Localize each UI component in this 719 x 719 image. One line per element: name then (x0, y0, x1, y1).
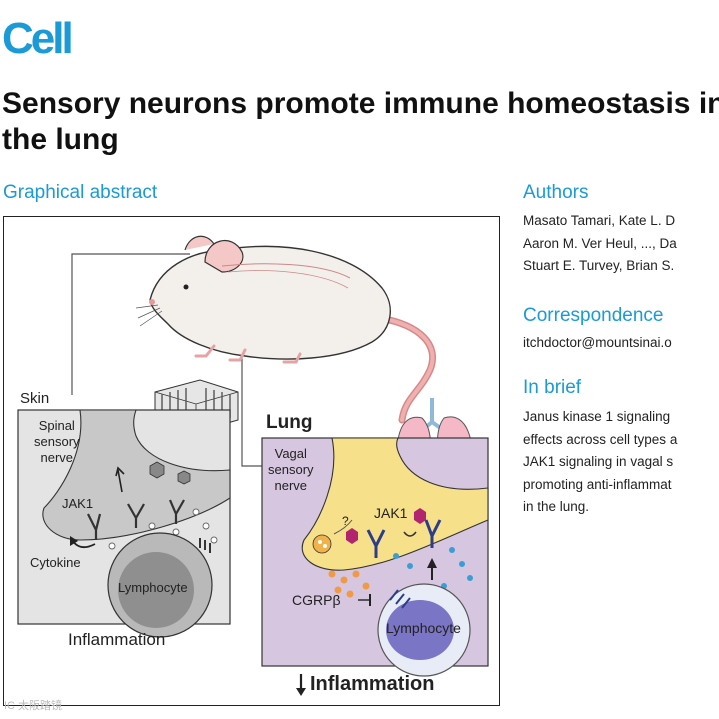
spinal-nerve-terminal (42, 409, 231, 541)
question-mark-label: ? (342, 514, 349, 528)
watermark: IC 太阪踏镜 (4, 700, 63, 712)
jak1-receptors-right (366, 519, 442, 558)
lung-label: Lung (266, 412, 313, 433)
title-line-2: the lung (2, 123, 119, 156)
cytokine-label: Cytokine (30, 555, 81, 570)
inflammation-right-label: Inflammation (310, 673, 435, 695)
graphical-abstract-frame (3, 216, 500, 706)
authors-list: Masato Tamari, Kate L. D Aaron M. Ver He… (523, 210, 677, 278)
jak1-receptors-left (87, 499, 185, 540)
journal-logo: Cell (2, 14, 74, 63)
mouse-illustration (135, 235, 436, 424)
correspondence-heading: Correspondence (523, 305, 664, 326)
vagal-nerve-label: Vagal sensory nerve (268, 446, 314, 493)
jak1-right-label: JAK1 (374, 505, 408, 521)
title-line-1: Sensory neurons promote immune homeostas… (2, 87, 719, 120)
lymphocyte-right-label: Lymphocyte (386, 620, 461, 636)
skin-connector-line (71, 253, 190, 395)
spinal-nerve-label: Spinal sensory nerve (34, 418, 80, 465)
graphical-abstract-heading: Graphical abstract (3, 182, 158, 203)
inflammation-left-label: Inflammation (68, 630, 166, 649)
cgrp-beta-label: CGRPβ (292, 592, 341, 608)
jak1-left-label: JAK1 (62, 496, 94, 511)
authors-line: Aaron M. Ver Heul, ..., Da (523, 235, 677, 251)
authors-line: Stuart E. Turvey, Brian S. (523, 258, 675, 273)
skin-label: Skin (20, 390, 50, 407)
lymphocyte-left-label: Lymphocyte (118, 580, 188, 595)
lung-connector-line (241, 318, 262, 467)
in-brief-text: Janus kinase 1 signaling effects across … (523, 409, 678, 514)
paper-title: Sensory neurons promote immune homeostas… (2, 86, 719, 158)
authors-heading: Authors (523, 182, 589, 203)
authors-line: Masato Tamari, Kate L. D (523, 213, 676, 228)
correspondence-email[interactable]: itchdoctor@mountsinai.o (523, 335, 672, 350)
in-brief-heading: In brief (523, 377, 582, 398)
